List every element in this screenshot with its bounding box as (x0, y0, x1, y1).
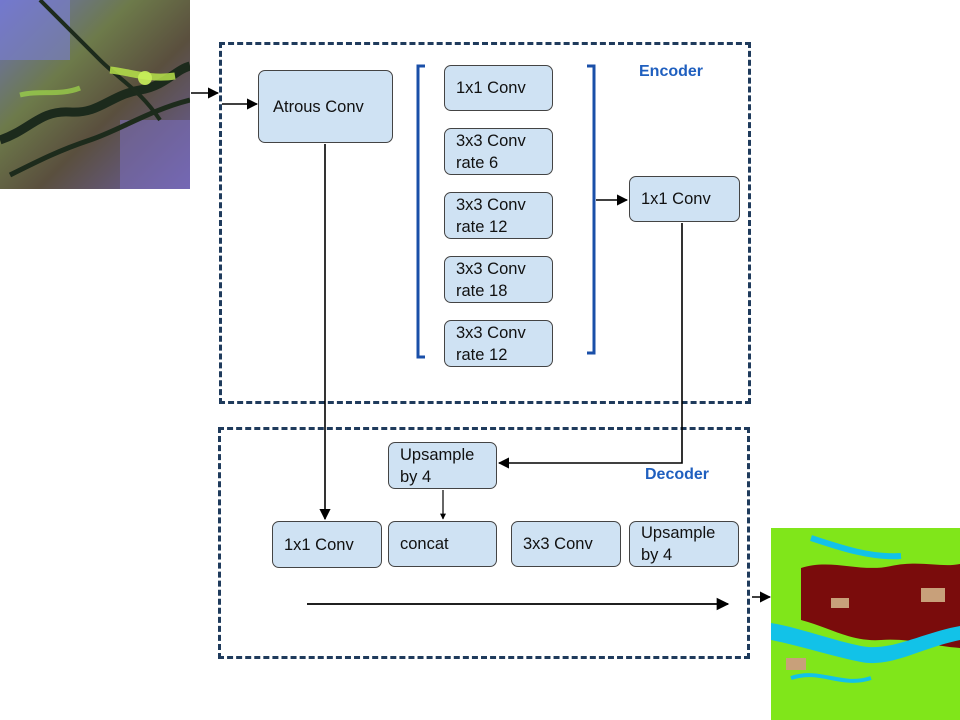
decoder-upsample-node: Upsample by 4 (388, 442, 497, 489)
concat-node: concat (388, 521, 497, 567)
aspp-right-bracket (587, 64, 596, 355)
decoder-1x1-conv-node: 1x1 Conv (272, 521, 382, 568)
aspp-left-bracket (416, 64, 425, 359)
input-satellite-image (0, 0, 190, 189)
decoder-3x3-conv-node: 3x3 Conv (511, 521, 621, 567)
aspp-branch-label: 3x3 Conv rate 18 (456, 259, 526, 300)
output-upsample-node: Upsample by 4 (629, 521, 739, 567)
encoder-to-upsample-arrow (497, 223, 683, 469)
aspp-branch-rate12: 3x3 Conv rate 12 (444, 192, 553, 239)
satellite-image-icon (0, 0, 190, 189)
decoder-1x1-conv-label: 1x1 Conv (284, 535, 354, 554)
aspp-branch-rate12-b: 3x3 Conv rate 12 (444, 320, 553, 367)
aspp-branch-label: 3x3 Conv rate 12 (456, 323, 526, 364)
encoder-frame (219, 42, 751, 404)
aspp-branch-rate18: 3x3 Conv rate 18 (444, 256, 553, 303)
encoder-1x1-conv-node: 1x1 Conv (629, 176, 740, 222)
encoder-1x1-conv-label: 1x1 Conv (641, 190, 711, 208)
segmentation-map-icon (771, 528, 960, 720)
aspp-branch-label: 3x3 Conv rate 12 (456, 195, 526, 236)
decoder-3x3-conv-label: 3x3 Conv (523, 535, 593, 553)
aspp-branch-label: 3x3 Conv rate 6 (456, 131, 526, 172)
aspp-branch-1x1: 1x1 Conv (444, 65, 553, 111)
atrous-conv-label: Atrous Conv (273, 97, 364, 116)
concat-label: concat (400, 535, 449, 553)
aspp-branch-rate6: 3x3 Conv rate 6 (444, 128, 553, 175)
decoder-frame (218, 427, 750, 659)
decoder-label: Decoder (645, 466, 710, 483)
output-upsample-label: Upsample by 4 (641, 524, 716, 564)
output-segmentation-map (771, 528, 960, 720)
encoder-label: Encoder (639, 63, 704, 80)
aspp-branch-label: 1x1 Conv (456, 79, 526, 97)
decoder-upsample-label: Upsample by 4 (400, 445, 475, 486)
atrous-conv-node: Atrous Conv (258, 70, 393, 143)
